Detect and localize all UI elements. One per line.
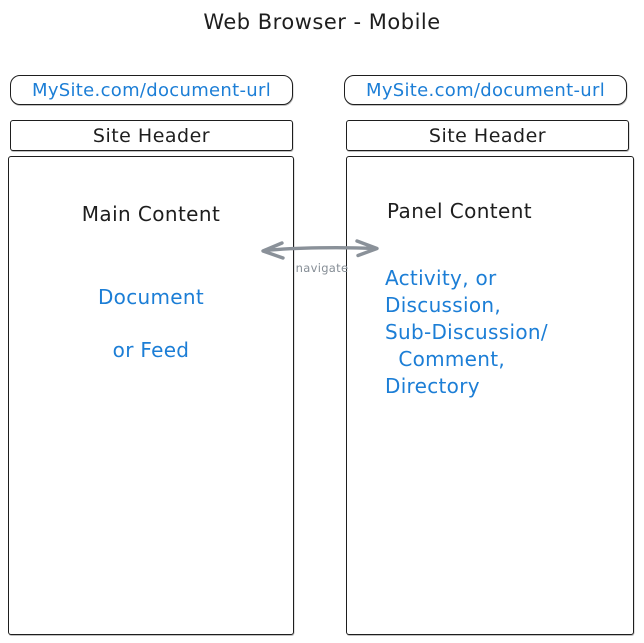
right-content-option: Directory	[385, 374, 480, 398]
right-site-header-label: Site Header	[428, 124, 547, 147]
right-content-options: Activity, or Discussion, Sub-Discussion/…	[385, 265, 548, 400]
right-url-bar: MySite.com/document-url	[344, 75, 627, 105]
left-content-option: or Feed	[112, 338, 190, 362]
navigate-arrow-label: navigate	[295, 261, 349, 275]
left-site-header-label: Site Header	[92, 124, 211, 147]
right-content-option: Sub-Discussion/	[385, 320, 548, 344]
left-site-header: Site Header	[10, 120, 293, 151]
right-content-option: Discussion,	[385, 293, 502, 317]
left-content-box: Main Content Document or Feed	[8, 156, 294, 635]
left-content-option: Document	[97, 285, 204, 309]
left-url-text: MySite.com/document-url	[32, 79, 271, 101]
right-content-title: Panel Content	[387, 199, 533, 223]
navigate-arrow-icon	[261, 239, 379, 260]
right-site-header: Site Header	[346, 120, 629, 151]
diagram-title: Web Browser - Mobile	[203, 10, 441, 34]
left-content-title: Main Content	[81, 202, 221, 226]
right-content-option: Activity, or	[385, 266, 497, 290]
right-content-option: Comment,	[385, 347, 506, 371]
left-content-options: Document or Feed	[9, 285, 293, 391]
right-url-text: MySite.com/document-url	[366, 79, 605, 101]
right-content-box: Panel Content Activity, or Discussion, S…	[346, 156, 634, 635]
left-url-bar: MySite.com/document-url	[10, 75, 293, 105]
